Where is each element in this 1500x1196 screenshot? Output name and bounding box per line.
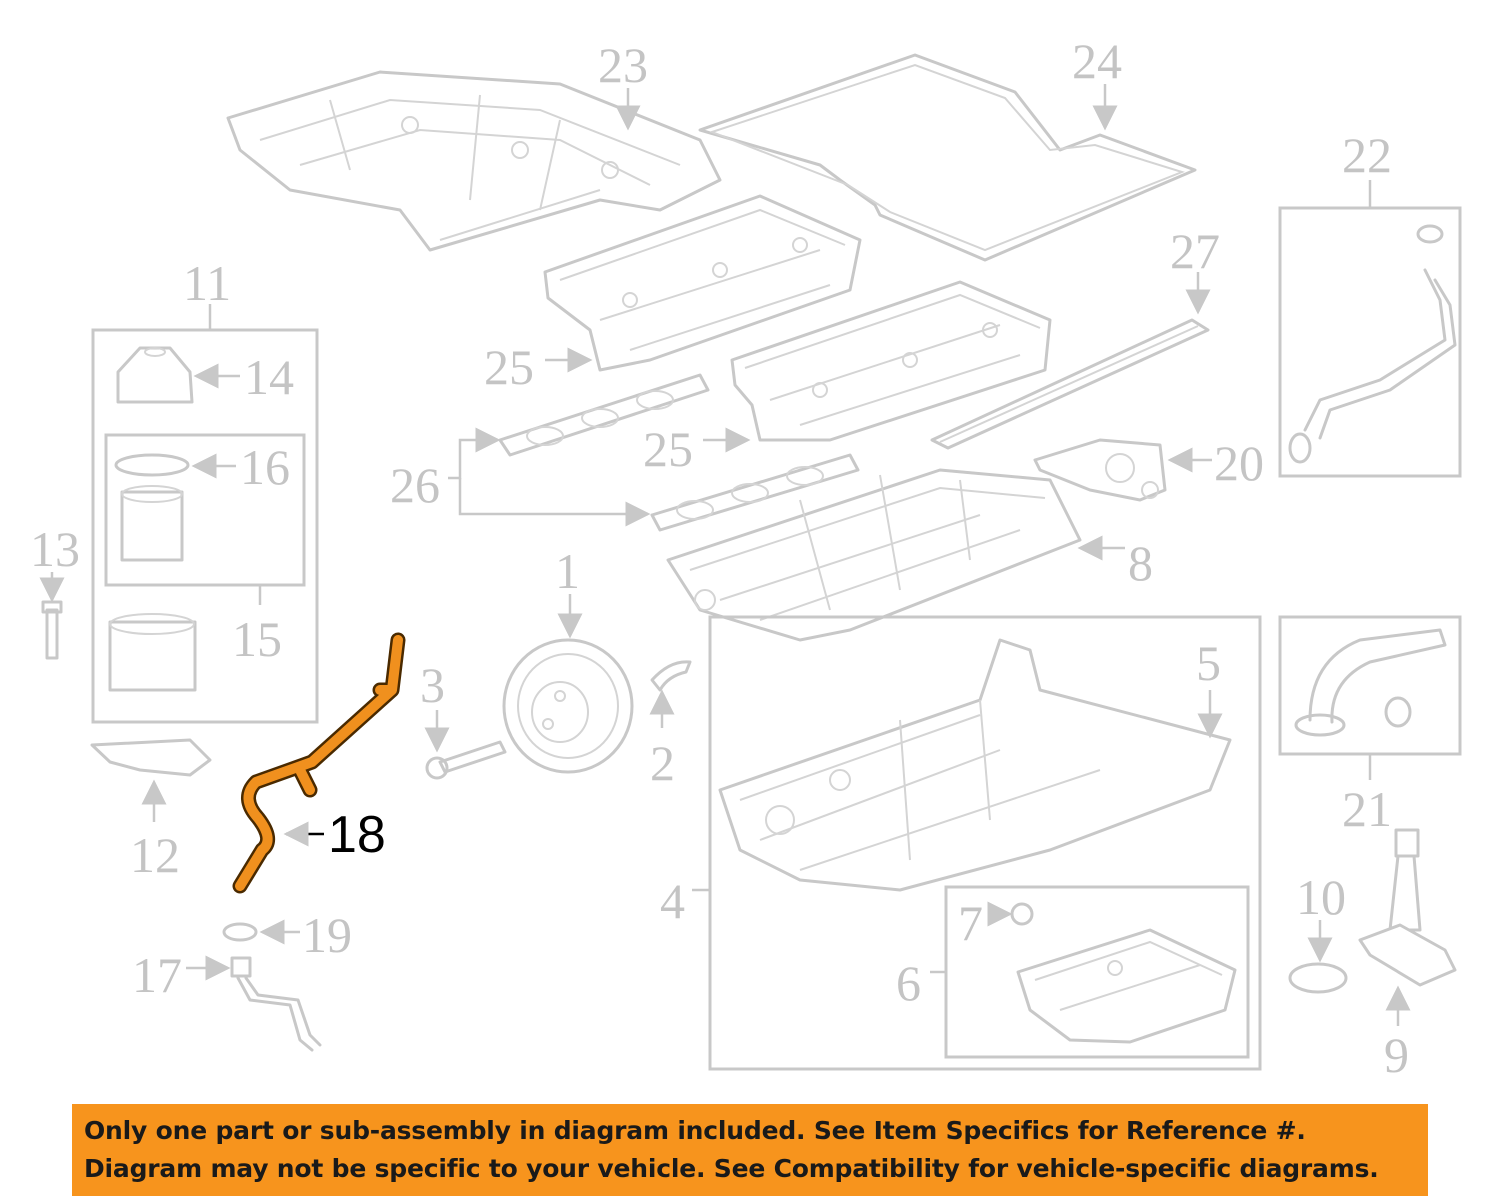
callout-13: 13	[30, 521, 80, 577]
part-17-tube	[230, 956, 322, 1052]
part-26-gaskets	[498, 373, 860, 532]
part-15-filter-element	[120, 485, 184, 562]
part-8-bedplate	[666, 468, 1082, 642]
callout-18: 18	[328, 806, 386, 864]
callout-10: 10	[1296, 869, 1346, 925]
disclaimer-banner: Only one part or sub-assembly in diagram…	[72, 1104, 1428, 1196]
part-2-key	[650, 660, 692, 692]
callout-8: 8	[1128, 535, 1153, 591]
callout-22: 22	[1342, 127, 1392, 183]
part-24-gasket	[698, 53, 1197, 262]
callout-9: 9	[1384, 1027, 1409, 1083]
box-11	[91, 328, 319, 724]
part-6-oil-pan-lower	[1016, 928, 1237, 1044]
callout-4: 4	[660, 873, 685, 929]
callout-15: 15	[232, 611, 282, 667]
part-housing	[108, 613, 197, 692]
part-7-drain-plug	[1010, 902, 1034, 926]
part-12-gasket	[90, 738, 212, 777]
box-15	[104, 433, 306, 587]
callout-3: 3	[420, 657, 445, 713]
part-23-upper-cover	[226, 70, 722, 252]
callout-17: 17	[132, 947, 182, 1003]
part-22-dipstick-tube	[1288, 224, 1457, 464]
callout-26: 26	[390, 457, 440, 513]
part-25-upper-cover	[543, 194, 862, 372]
callout-12: 12	[130, 827, 180, 883]
part-5-oil-pan-upper	[718, 638, 1232, 892]
callout-21: 21	[1342, 781, 1392, 837]
part-25-lower-cover	[730, 280, 1052, 442]
parts-diagram: 23 24 25 25 27 26 20	[30, 33, 1462, 1083]
callout-25-upper: 25	[484, 339, 534, 395]
callout-16: 16	[240, 439, 290, 495]
part-16-seal	[114, 453, 190, 477]
part-10-seal	[1288, 962, 1348, 994]
disclaimer-line-2: Diagram may not be specific to your vehi…	[84, 1154, 1379, 1183]
callout-5: 5	[1196, 635, 1221, 691]
callout-1: 1	[555, 543, 580, 599]
part-27-strip	[930, 318, 1210, 450]
part-18-dipstick-tube	[232, 632, 406, 894]
callout-25-lower: 25	[643, 421, 693, 477]
callout-23: 23	[598, 37, 648, 93]
part-19-seal	[222, 922, 258, 942]
callout-2: 2	[650, 735, 675, 791]
part-3-bolt	[425, 740, 507, 780]
callout-24: 24	[1072, 33, 1122, 89]
callout-19: 19	[302, 907, 352, 963]
callout-14: 14	[244, 349, 294, 405]
part-9-oil-level-sensor	[1358, 828, 1457, 987]
part-13-bolt	[41, 600, 63, 660]
part-1-pulley	[502, 638, 634, 774]
callout-20: 20	[1214, 435, 1264, 491]
callout-27: 27	[1170, 223, 1220, 279]
callout-7: 7	[958, 895, 983, 951]
disclaimer-line-1: Only one part or sub-assembly in diagram…	[84, 1116, 1306, 1145]
callout-11: 11	[183, 255, 231, 311]
part-21-oil-pickup	[1294, 628, 1447, 737]
part-20-valve	[1033, 438, 1167, 502]
part-14-filter-cap	[116, 346, 194, 404]
callout-6: 6	[896, 955, 921, 1011]
box-4	[708, 615, 1262, 1071]
